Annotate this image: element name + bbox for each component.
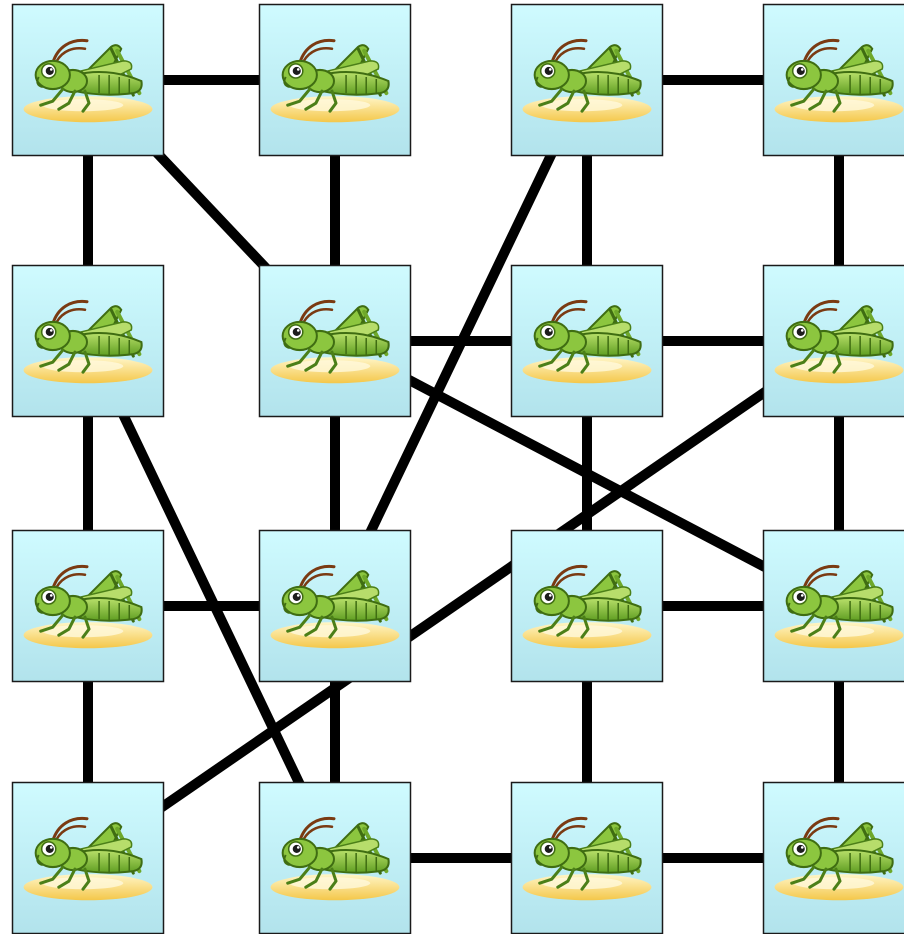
node-tile-r1c4[interactable]: [764, 5, 904, 156]
node-tile-r2c4[interactable]: [764, 266, 904, 417]
node-tile-r4c4[interactable]: [764, 783, 904, 934]
edge-layer: [88, 80, 839, 858]
node-tile-r2c2[interactable]: [260, 266, 411, 417]
node-tile-r1c2[interactable]: [260, 5, 411, 156]
node-tile-r3c3[interactable]: [512, 531, 663, 682]
node-tile-r1c3[interactable]: [512, 5, 663, 156]
node-tile-r4c3[interactable]: [512, 783, 663, 934]
node-tile-r2c1[interactable]: [13, 266, 164, 417]
node-tile-r4c2[interactable]: [260, 783, 411, 934]
edge-r2c4-r4c1: [88, 341, 839, 858]
node-tile-r1c1[interactable]: [13, 5, 164, 156]
node-tile-r3c4[interactable]: [764, 531, 904, 682]
node-tile-r4c1[interactable]: [13, 783, 164, 934]
node-tile-r2c3[interactable]: [512, 266, 663, 417]
node-tile-r3c2[interactable]: [260, 531, 411, 682]
node-tile-r3c1[interactable]: [13, 531, 164, 682]
